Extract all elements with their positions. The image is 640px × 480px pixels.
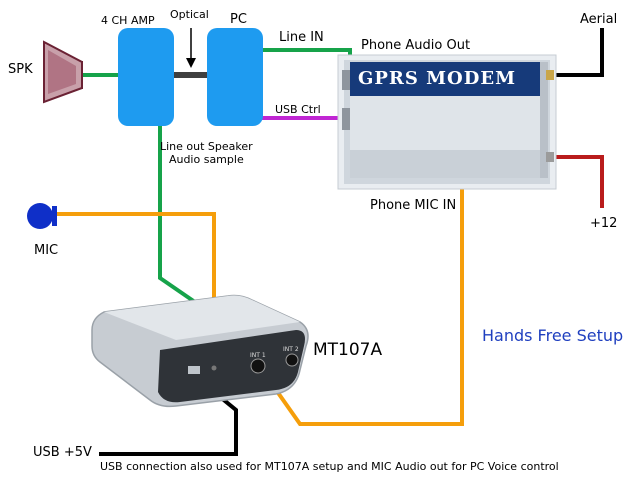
- pc-box: [207, 28, 263, 126]
- mt107a-label: MT107A: [313, 340, 383, 360]
- optical-label: Optical: [170, 8, 209, 21]
- spk-label: SPK: [8, 62, 33, 77]
- aerial-label: Aerial: [580, 12, 618, 27]
- hands-free-title: Hands Free Setup: [482, 326, 624, 345]
- wire-power: [551, 155, 604, 208]
- pc-label: PC: [230, 12, 247, 27]
- device-port2-label: INT 2: [283, 346, 299, 353]
- speaker-icon: [43, 40, 83, 104]
- phone-audio-out-label: Phone Audio Out: [361, 38, 471, 53]
- optical-arrow: [186, 28, 196, 68]
- usb-5v-label: USB +5V: [33, 445, 92, 460]
- wire-aerial: [551, 28, 604, 77]
- wires: [56, 28, 604, 456]
- device-port1-label: INT 1: [250, 352, 266, 359]
- mic-icon: [27, 203, 57, 229]
- wire-line-out: [158, 124, 195, 303]
- gprs-modem: [337, 54, 557, 190]
- line-out-label: Line out Speaker Audio sample: [160, 140, 253, 166]
- wire-mic: [56, 212, 216, 300]
- mic-label: MIC: [34, 243, 59, 258]
- mt107a-device: [91, 294, 309, 408]
- wire-phone-mic: [259, 188, 464, 426]
- amp-box: [118, 28, 174, 126]
- footer-note: USB connection also used for MT107A setu…: [100, 460, 559, 473]
- plus12-label: +12: [590, 216, 618, 231]
- modem-title: GPRS MODEM: [358, 68, 516, 89]
- usb-ctrl-label: USB Ctrl: [275, 103, 321, 116]
- amp-label: 4 CH AMP: [101, 14, 155, 27]
- line-in-label: Line IN: [279, 30, 324, 45]
- phone-mic-in-label: Phone MIC IN: [370, 198, 457, 213]
- wire-line-in: [260, 48, 352, 64]
